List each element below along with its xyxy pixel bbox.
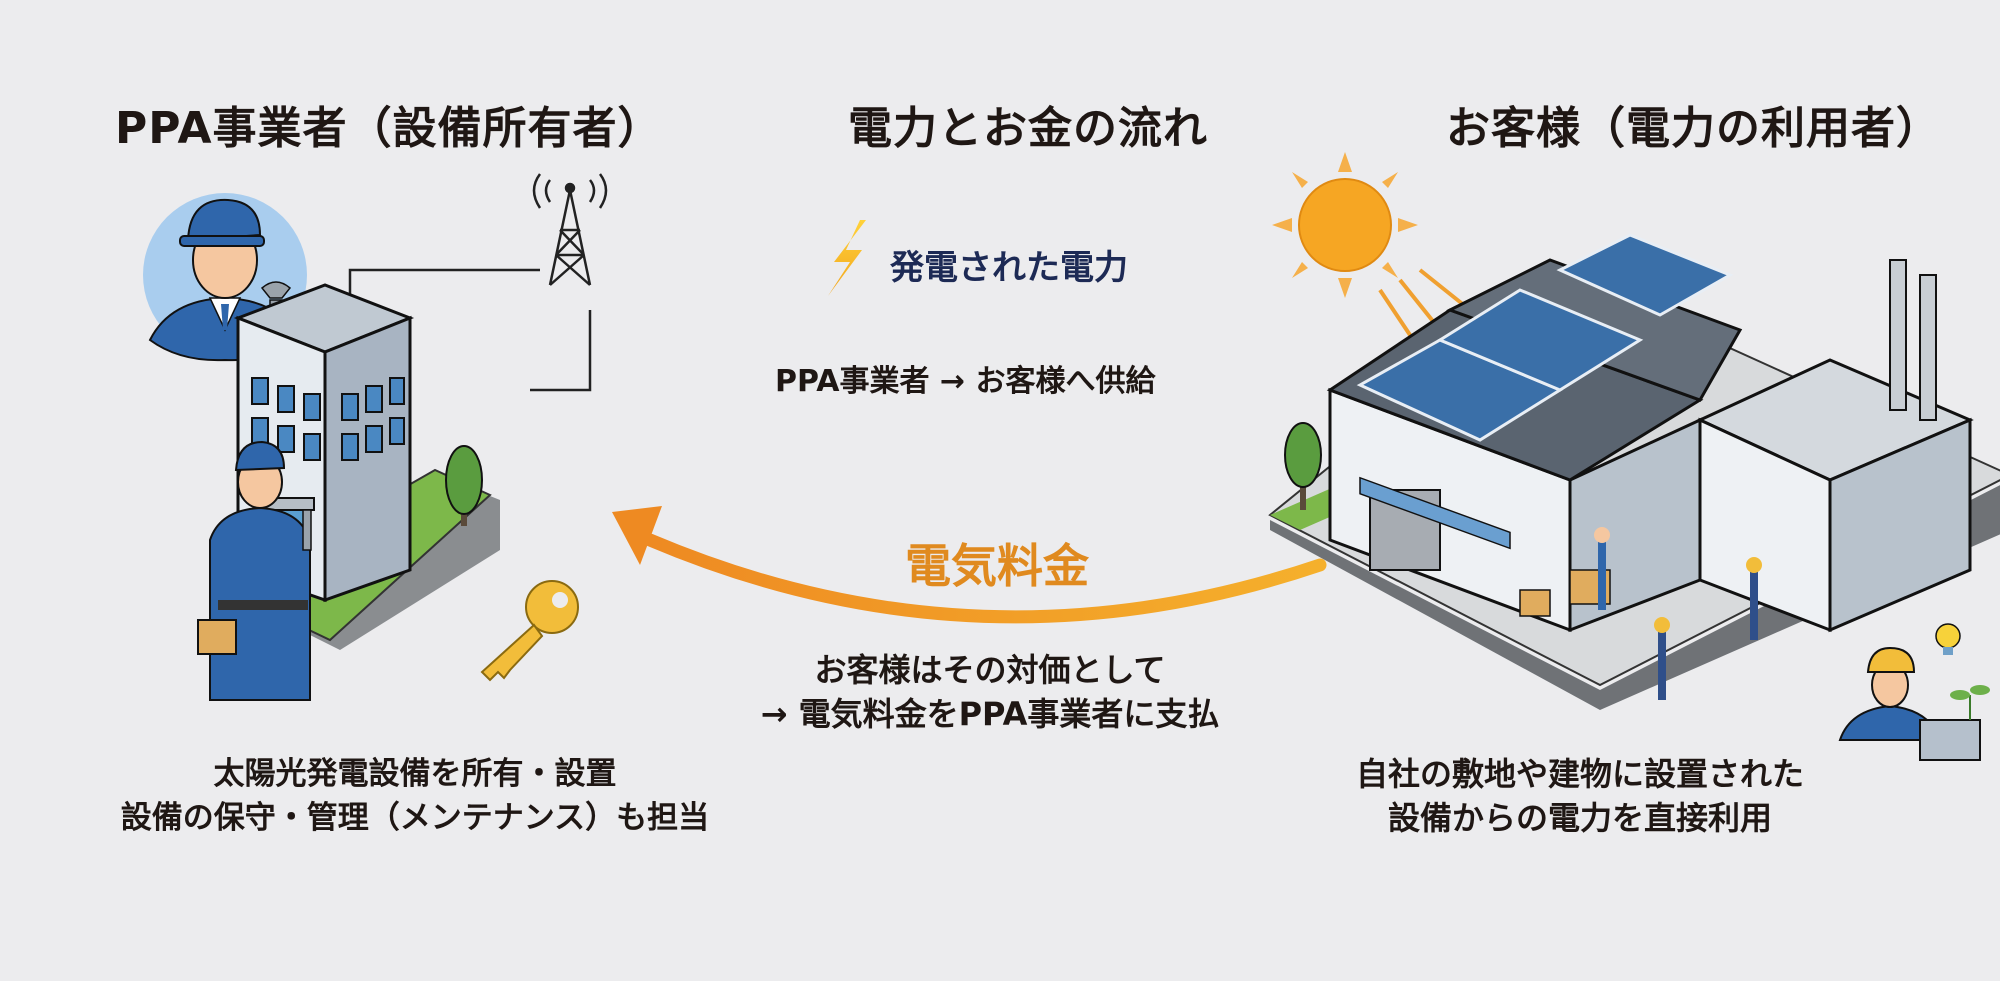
key-icon [480,580,579,682]
payment-label: 電気料金 [905,539,1089,593]
flow-header: 電力とお金の流れ [848,103,1208,154]
customer-header: お客様（電力の利用者） [1446,103,1941,154]
customer-worker [1838,646,1981,761]
chimney [1889,259,1907,411]
hard-hat-icon [1866,646,1916,673]
sun-icon [1272,152,1418,298]
provider-header: PPA事業者（設備所有者） [115,103,663,154]
lightbulb-icon [1935,623,1961,655]
solar-panels [1356,233,1734,442]
customer-description-line: 設備からの電力を直接利用 [1387,799,1772,837]
power-flow-label: 発電された電力 [890,248,1128,288]
sprout-icon [1950,685,1990,720]
factory-workers [1519,527,1762,700]
tree-icon [1284,422,1322,510]
provider-description: 太陽光発電設備を所有・設置 設備の保守・管理（メンテナンス）も担当 [70,752,760,840]
tree-icon [445,445,483,526]
chimney [1919,274,1937,421]
factory-building [1326,233,1974,633]
payment-description: お客様はその対価として → 電気料金をPPA事業者に支払 [690,648,1290,736]
power-flow-description: PPA事業者 → お客様へ供給 [775,364,1156,399]
maintenance-worker [197,440,312,701]
payment-description-line: お客様はその対価として [814,651,1166,689]
customer-illustration [1268,152,2000,761]
customer-description-line: 自社の敷地や建物に設置された [1355,755,1804,793]
customer-description: 自社の敷地や建物に設置された 設備からの電力を直接利用 [1280,752,1880,840]
wrench-icon [302,509,312,551]
toolbox-icon [197,619,237,655]
provider-description-line: 設備の保守・管理（メンテナンス）も担当 [120,800,710,836]
provider-description-line: 太陽光発電設備を所有・設置 [213,756,617,792]
lightning-bolt-icon [828,220,866,296]
provider-illustration [143,173,608,701]
payment-description-line: → 電気料金をPPA事業者に支払 [760,695,1220,733]
laptop-icon [1919,719,1981,761]
